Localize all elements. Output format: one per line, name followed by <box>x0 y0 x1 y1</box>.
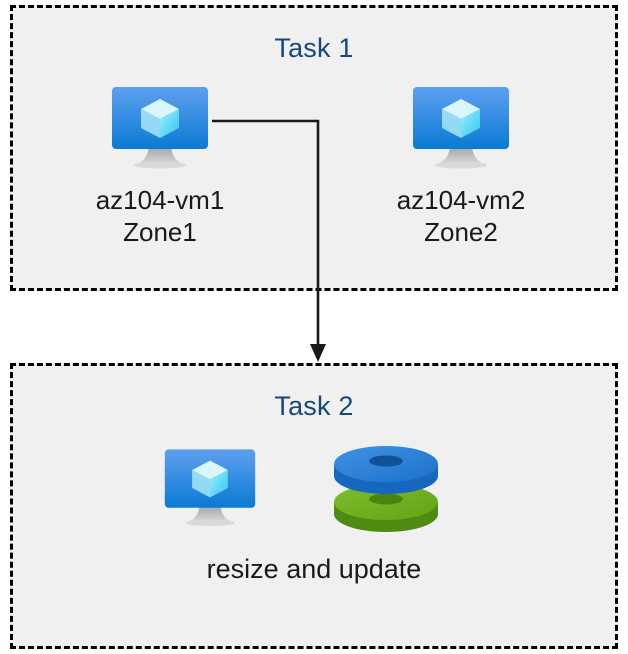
virtual-machine-icon <box>112 87 208 169</box>
down-arrow-icon <box>310 344 326 362</box>
managed-disks-icon[interactable] <box>330 440 442 536</box>
vm-node-az104-vm2[interactable]: az104-vm2 Zone2 <box>361 81 561 248</box>
virtual-machine-icon <box>164 449 256 527</box>
task-2-container: Task 2 <box>10 363 618 649</box>
vm-node-az104-vm1[interactable]: az104-vm1 Zone1 <box>60 81 260 248</box>
vm-node-az104-vm2-label: az104-vm2 Zone2 <box>396 185 526 247</box>
virtual-machine-icon <box>413 87 509 169</box>
vm-node-task2[interactable] <box>110 443 310 531</box>
task-2-title: Task 2 <box>274 391 354 421</box>
task-2-caption: resize and update <box>206 554 422 584</box>
task-1-title: Task 1 <box>274 33 354 63</box>
disk-green <box>334 484 438 532</box>
vm-node-az104-vm1-label: az104-vm1 Zone1 <box>95 185 225 247</box>
disk-blue <box>334 446 438 494</box>
